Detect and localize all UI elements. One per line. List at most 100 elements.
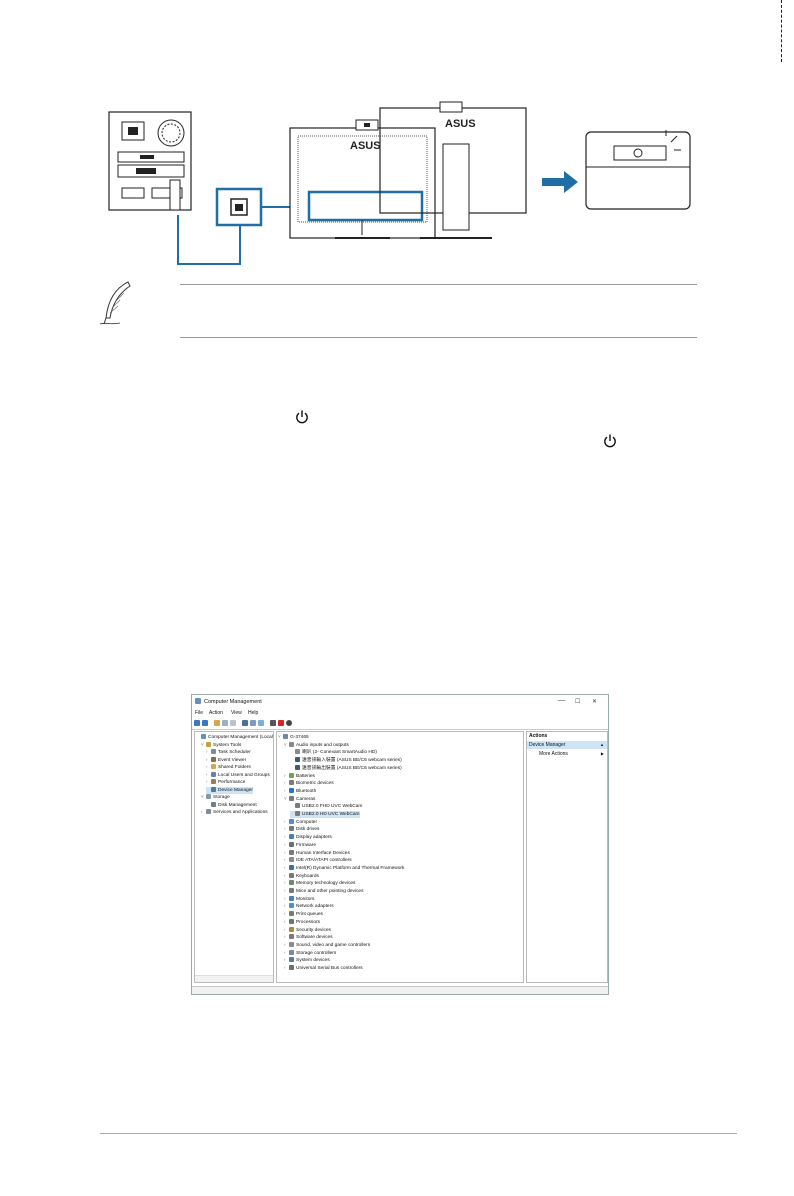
chevron-right-icon[interactable]: › xyxy=(284,857,286,863)
chevron-right-icon[interactable]: › xyxy=(206,764,208,769)
tree-item[interactable]: ›Security devices xyxy=(284,926,331,934)
tree-item[interactable]: ›Memory technology devices xyxy=(284,880,355,887)
chevron-right-icon[interactable]: › xyxy=(284,965,286,970)
tree-item[interactable]: ›Disk drives xyxy=(284,826,319,833)
collapse-icon[interactable]: ▲ xyxy=(600,742,604,747)
chevron-right-icon[interactable]: › xyxy=(284,895,286,901)
tree-item[interactable]: ›Human Interface Devices xyxy=(284,849,350,857)
tree-item[interactable]: ›Sound, video and game controllers xyxy=(284,941,370,949)
tree-item[interactable]: ›System devices xyxy=(284,957,330,964)
tree-item[interactable]: ˅Cameras xyxy=(284,795,315,803)
chevron-right-icon[interactable]: › xyxy=(284,957,286,963)
chevron-down-icon[interactable]: ˅ xyxy=(201,794,204,799)
tree-item-selected[interactable]: USB2.0 HD UVC WebCam xyxy=(290,811,360,818)
tree-item[interactable]: 遠音訊輸出裝置 (ASUS BE/C6 webcam series) xyxy=(290,764,402,772)
tree-item[interactable]: ›Services and Applications xyxy=(201,809,268,816)
tree-item[interactable]: ›Software devices xyxy=(284,934,333,941)
chevron-right-icon[interactable]: › xyxy=(284,841,286,847)
monitor-icon[interactable] xyxy=(258,720,264,726)
download-icon[interactable] xyxy=(286,720,292,726)
chevron-right-icon[interactable]: › xyxy=(284,780,286,786)
grid-icon[interactable] xyxy=(222,720,228,726)
back-icon[interactable] xyxy=(194,720,200,726)
help-icon[interactable] xyxy=(242,720,248,726)
list-icon[interactable] xyxy=(230,720,236,726)
chevron-right-icon[interactable]: › xyxy=(284,826,286,832)
tree-item[interactable]: ›Local Users and Groups xyxy=(206,771,270,779)
chevron-right-icon[interactable]: › xyxy=(284,772,286,778)
tree-item[interactable]: ›Shared Folders xyxy=(206,764,251,771)
maximize-button[interactable]: ☐ xyxy=(575,699,581,705)
tree-item[interactable]: ›Monitors xyxy=(284,895,314,903)
chevron-right-icon[interactable]: › xyxy=(284,818,286,824)
scan-icon[interactable] xyxy=(270,720,276,726)
horizontal-scrollbar[interactable] xyxy=(195,975,273,982)
tree-item[interactable]: ›Print queues xyxy=(284,911,323,918)
device-icon xyxy=(211,801,216,807)
chevron-right-icon[interactable]: › xyxy=(206,779,208,784)
tree-item[interactable]: 喇叭 (2- Conexant SmartAudio HD) xyxy=(290,749,377,756)
chevron-right-icon[interactable]: › xyxy=(284,834,286,840)
folder-icon[interactable] xyxy=(214,720,220,726)
menu-view[interactable]: View xyxy=(231,710,242,716)
tree-item[interactable]: ›Event Viewer xyxy=(206,756,246,764)
chevron-down-icon[interactable]: ˅ xyxy=(278,734,281,739)
chevron-right-icon[interactable]: › xyxy=(284,864,286,870)
minimize-button[interactable]: — xyxy=(558,697,565,704)
tree-item[interactable]: ›Processors xyxy=(284,918,320,926)
device-icon xyxy=(289,880,294,886)
tree-item[interactable]: ›Keyboards xyxy=(284,872,319,880)
tree-item[interactable]: Disk Management xyxy=(206,801,257,809)
tree-item[interactable]: ›Firmware xyxy=(284,841,316,849)
actions-device-manager[interactable]: Device Manager ▲ xyxy=(527,741,607,749)
tree-item[interactable]: ›IDE ATA/ATAPI controllers xyxy=(284,857,352,864)
chevron-right-icon[interactable]: › xyxy=(284,880,286,886)
menu-file[interactable]: File xyxy=(195,710,204,716)
chevron-right-icon[interactable]: › xyxy=(284,872,286,878)
tree-item[interactable]: ˅System Tools xyxy=(201,741,241,749)
chevron-right-icon[interactable]: › xyxy=(284,926,286,932)
properties-icon[interactable] xyxy=(250,720,256,726)
chevron-right-icon[interactable]: › xyxy=(284,949,286,955)
chevron-right-icon[interactable]: › xyxy=(201,809,203,814)
tree-item[interactable]: ›Network adapters xyxy=(284,903,334,910)
chevron-down-icon[interactable]: ˅ xyxy=(284,795,287,801)
tree-item[interactable]: ›Biometric devices xyxy=(284,780,334,787)
chevron-right-icon[interactable]: › xyxy=(284,941,286,947)
chevron-down-icon[interactable]: ˅ xyxy=(284,741,287,747)
actions-more-actions[interactable]: More Actions ▶ xyxy=(527,750,607,758)
chevron-right-icon[interactable]: › xyxy=(284,849,286,855)
tree-item[interactable]: ›Mice and other pointing devices xyxy=(284,888,363,895)
chevron-right-icon[interactable]: › xyxy=(284,888,286,893)
tree-item[interactable]: ›Task Scheduler xyxy=(206,749,251,756)
menu-help[interactable]: Help xyxy=(248,710,259,716)
close-button[interactable]: ✕ xyxy=(592,699,598,705)
tree-item[interactable]: ›Performance xyxy=(206,779,245,786)
chevron-right-icon[interactable]: › xyxy=(284,934,286,940)
tree-item[interactable]: 遠音訊輸入裝置 (ASUS BE/C6 webcam series) xyxy=(290,757,402,764)
forward-icon[interactable] xyxy=(202,720,208,726)
tree-item-selected[interactable]: Device Manager xyxy=(206,786,253,794)
tree-item[interactable]: ˅Storage xyxy=(201,794,230,801)
tree-item[interactable]: ˅G-37465 xyxy=(278,734,309,741)
menu-action[interactable]: Action xyxy=(209,710,223,716)
chevron-right-icon[interactable]: › xyxy=(284,903,286,909)
chevron-right-icon[interactable]: › xyxy=(206,749,208,754)
tree-item[interactable]: ›Universal Serial Bus controllers xyxy=(284,965,363,972)
chevron-right-icon[interactable]: › xyxy=(284,911,286,917)
tree-item[interactable]: USB2.0 FHD UVC WebCam xyxy=(290,803,362,810)
tree-item[interactable]: ›Storage controllers xyxy=(284,949,336,957)
chevron-right-icon[interactable]: › xyxy=(206,771,208,777)
tree-item[interactable]: ›Intel(R) Dynamic Platform and Thermal F… xyxy=(284,864,404,872)
tree-item[interactable]: ›Bluetooth xyxy=(284,787,316,795)
chevron-down-icon[interactable]: ˅ xyxy=(201,741,204,747)
tree-item[interactable]: ›Display adapters xyxy=(284,834,332,841)
tree-item[interactable]: Computer Management (Local xyxy=(196,734,273,741)
tree-item[interactable]: ›Computer xyxy=(284,818,317,826)
delete-icon[interactable] xyxy=(278,720,284,726)
chevron-right-icon[interactable]: › xyxy=(284,787,286,793)
tree-item[interactable]: ›Batteries xyxy=(284,772,315,780)
chevron-right-icon[interactable]: › xyxy=(284,918,286,924)
chevron-right-icon[interactable]: › xyxy=(206,756,208,762)
tree-item[interactable]: ˅Audio inputs and outputs xyxy=(284,741,349,749)
